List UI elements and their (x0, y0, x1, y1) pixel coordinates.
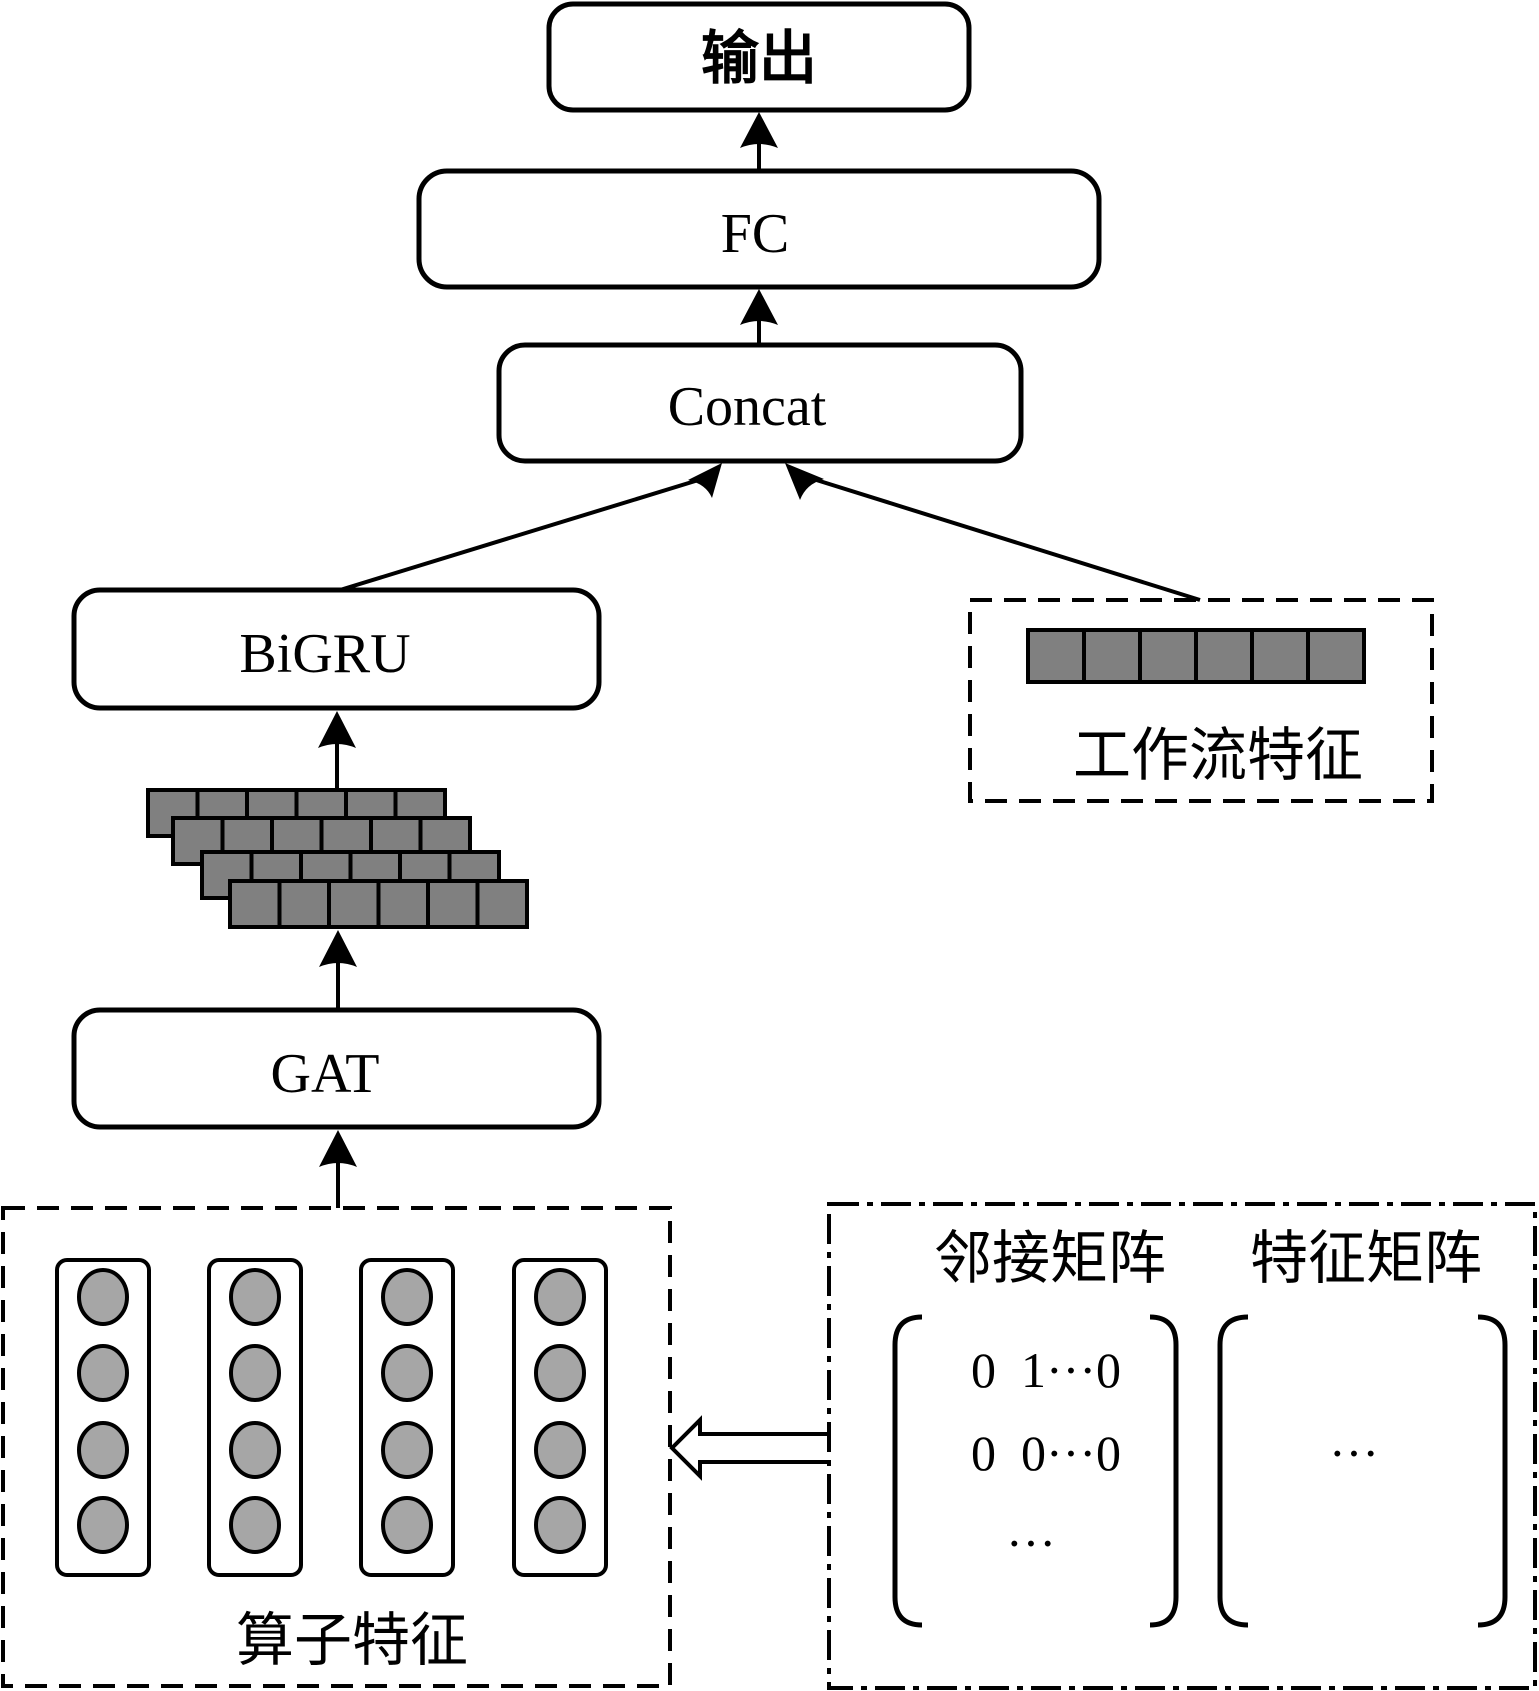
arrow-concat-to-fc (740, 289, 778, 345)
operator-node (534, 1421, 586, 1479)
embedding-cell (426, 879, 480, 929)
operator-column-frame (359, 1258, 455, 1577)
bigru-node: BiGRU (71, 587, 602, 711)
matrices-group: 邻接矩阵 特征矩阵 0 1···0 0 0···0 ··· ··· (827, 1202, 1537, 1690)
arrow-matrices-to-operator (669, 1415, 829, 1481)
embedding-cell (327, 879, 381, 929)
hollow-arrow-icon (669, 1415, 829, 1481)
workflow-feature-cell (1082, 628, 1142, 684)
gat-label: GAT (271, 1043, 380, 1105)
embedding-layer (228, 879, 529, 929)
operator-features-label: 算子特征 (236, 1606, 468, 1674)
workflow-feature-vector (1026, 628, 1366, 684)
left-bracket-icon (1217, 1314, 1249, 1628)
operator-node (381, 1344, 433, 1402)
workflow-feature-cell (1250, 628, 1310, 684)
operator-node (381, 1496, 433, 1554)
arrow-bigru-to-concat (339, 463, 722, 592)
feature-matrix-title: 特征矩阵 (1250, 1224, 1482, 1292)
adjacency-row-2: 0 0···0 (971, 1425, 1121, 1481)
operator-column-frame (55, 1258, 151, 1577)
right-bracket-icon (1477, 1314, 1508, 1628)
operator-node (77, 1268, 129, 1326)
operator-columns (55, 1258, 608, 1577)
operator-node (229, 1344, 281, 1402)
workflow-feature-cell (1306, 628, 1366, 684)
fc-node: FC (416, 168, 1102, 290)
arrowhead-icon (688, 463, 722, 498)
arrow-gat-to-stack (319, 930, 357, 1010)
fc-label: FC (721, 203, 790, 265)
workflow-features-group: 工作流特征 (968, 598, 1434, 803)
concat-label: Concat (668, 376, 827, 438)
embedding-stack (146, 788, 529, 929)
arrowhead-icon (319, 930, 357, 967)
operator-node (381, 1421, 433, 1479)
operator-column (359, 1258, 455, 1577)
adjacency-matrix-title: 邻接矩阵 (934, 1224, 1166, 1292)
output-node: 输出 (546, 1, 972, 113)
gat-node: GAT (71, 1007, 602, 1130)
workflow-feature-cell (1026, 628, 1086, 684)
arrowhead-icon (740, 112, 778, 148)
operator-node (534, 1344, 586, 1402)
left-bracket-icon (892, 1314, 923, 1628)
arrowhead-icon (740, 289, 778, 325)
arrowhead-icon (318, 711, 356, 748)
operator-node (77, 1344, 129, 1402)
operator-node (534, 1496, 586, 1554)
workflow-feature-cell (1194, 628, 1254, 684)
arrow-workflow-to-concat (785, 463, 1201, 602)
arrow-fc-to-output (740, 112, 778, 171)
workflow-features-label: 工作流特征 (1073, 721, 1363, 789)
output-label: 输出 (701, 24, 817, 92)
arrow-stack-to-bigru (318, 711, 356, 790)
arrowhead-icon (319, 1130, 357, 1167)
arrow-operator-to-gat (319, 1130, 357, 1208)
operator-column (207, 1258, 303, 1577)
operator-column-frame (207, 1258, 303, 1577)
operator-node (229, 1496, 281, 1554)
feature-matrix-row-1: ··· (1329, 1425, 1379, 1481)
embedding-cell (475, 879, 529, 929)
adjacency-row-1: 0 1···0 (971, 1342, 1121, 1398)
operator-node (229, 1421, 281, 1479)
embedding-cell (376, 879, 430, 929)
operator-features-group: 算子特征 (1, 1206, 672, 1688)
embedding-cell (228, 879, 282, 929)
adjacency-row-3: ··· (1006, 1515, 1056, 1571)
right-bracket-icon (1149, 1314, 1179, 1628)
operator-column (55, 1258, 151, 1577)
concat-node: Concat (496, 342, 1024, 464)
operator-column-frame (512, 1258, 608, 1577)
operator-node (229, 1268, 281, 1326)
operator-node (534, 1268, 586, 1326)
embedding-cell (277, 879, 331, 929)
arrowhead-icon (785, 463, 824, 500)
operator-node (77, 1496, 129, 1554)
bigru-label: BiGRU (239, 623, 410, 685)
workflow-feature-cell (1138, 628, 1198, 684)
operator-column (512, 1258, 608, 1577)
operator-node (77, 1421, 129, 1479)
operator-node (381, 1268, 433, 1326)
